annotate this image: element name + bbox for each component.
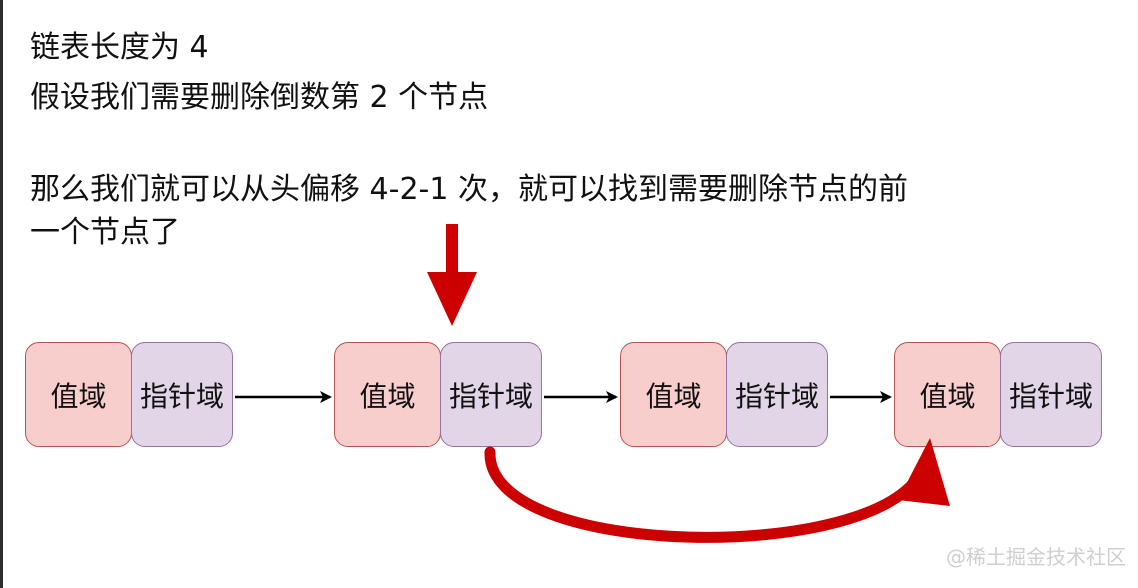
node-2-pointer-field: 指针域: [440, 342, 542, 447]
list-node-2: 值域 指针域: [334, 342, 544, 449]
text-line-length: 链表长度为 4: [30, 30, 209, 65]
node-1-value-field: 值域: [25, 342, 132, 447]
text-line-assumption: 假设我们需要删除倒数第 2 个节点: [30, 80, 489, 115]
node-3-pointer-field: 指针域: [726, 342, 828, 447]
list-node-4: 值域 指针域: [894, 342, 1104, 449]
node-2-value-field: 值域: [334, 342, 441, 447]
left-border: [0, 0, 3, 588]
bypass-curve-arrow: [484, 438, 950, 543]
node-4-value-field: 值域: [894, 342, 1001, 447]
list-node-3: 值域 指针域: [620, 342, 830, 449]
node-4-pointer-field: 指针域: [1000, 342, 1102, 447]
target-pointer-arrow: [427, 224, 477, 326]
node-1-pointer-field: 指针域: [131, 342, 233, 447]
text-line-offset-cont: 一个节点了: [30, 215, 180, 250]
node-3-value-field: 值域: [620, 342, 727, 447]
list-node-1: 值域 指针域: [25, 342, 235, 449]
text-line-offset: 那么我们就可以从头偏移 4-2-1 次，就可以找到需要删除节点的前: [30, 172, 908, 207]
watermark-text: @稀土掘金技术社区: [946, 545, 1126, 569]
